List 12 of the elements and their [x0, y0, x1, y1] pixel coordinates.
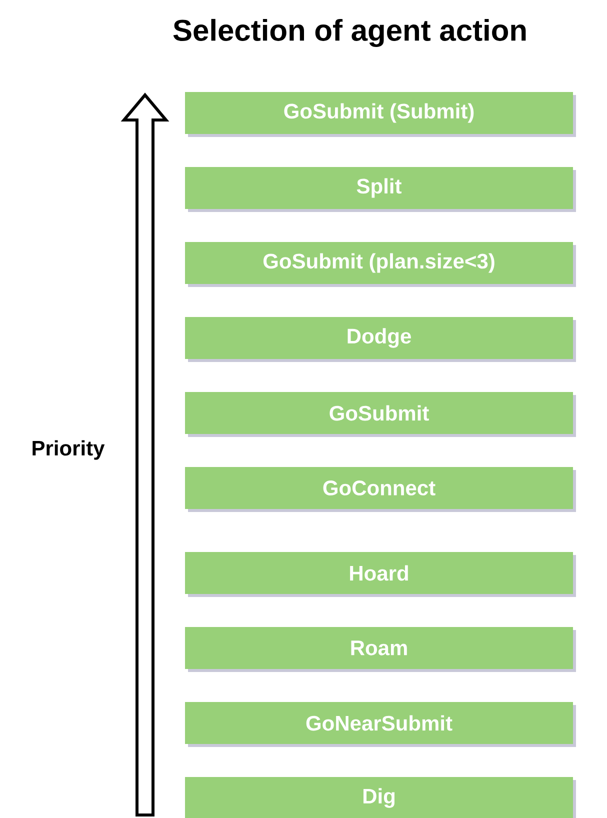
- title: Selection of agent action: [173, 18, 526, 48]
- action-box: GoSubmit (Submit): [185, 92, 576, 137]
- action-box: Roam: [185, 627, 576, 672]
- action-box: Dodge: [185, 317, 576, 362]
- action-box: Hoard: [185, 552, 576, 597]
- action-box: Dig: [185, 777, 576, 818]
- action-box: GoSubmit (plan.size<3): [185, 242, 576, 287]
- action-box: Split: [185, 167, 576, 212]
- action-box: GoNearSubmit: [185, 702, 576, 747]
- axis-label: Priority: [32, 440, 105, 460]
- action-box: GoConnect: [185, 467, 576, 512]
- action-box: GoSubmit: [185, 392, 576, 437]
